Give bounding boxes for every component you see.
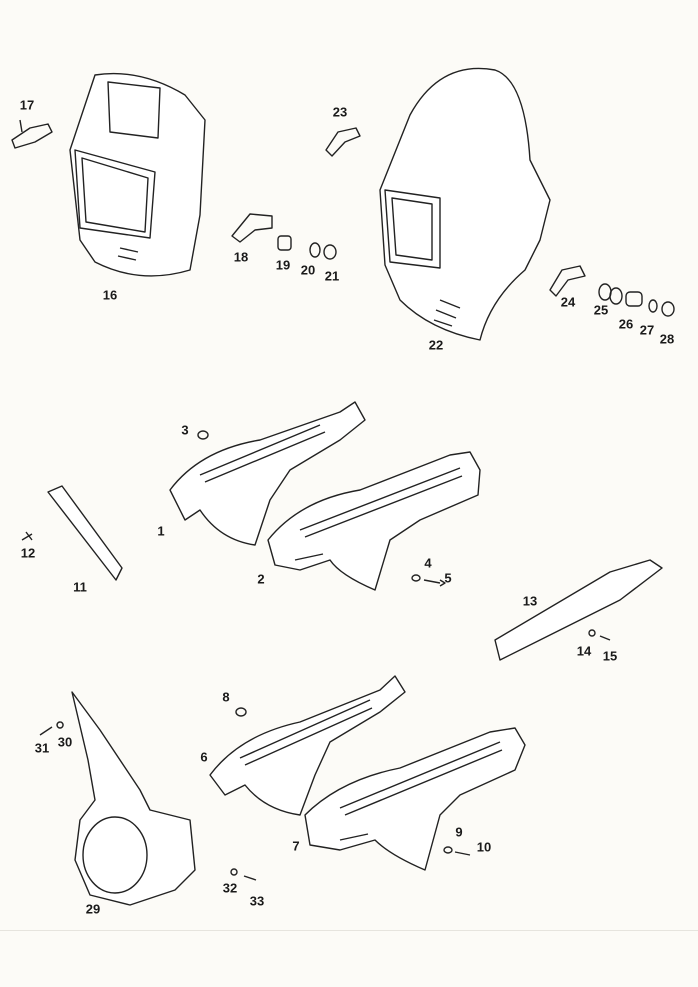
part-16-headlight-fairing: [69, 72, 206, 277]
part-23-bracket: [325, 127, 361, 157]
callout-18: 18: [233, 249, 249, 265]
callout-12: 12: [20, 545, 36, 561]
part-22-large-fairing: [379, 67, 551, 341]
part-25-ring-b: [609, 287, 623, 305]
part-31-screw: [39, 726, 53, 736]
callout-33: 33: [249, 893, 265, 909]
callout-11: 11: [73, 579, 87, 595]
callout-30: 30: [57, 734, 73, 750]
part-33-screw: [243, 875, 257, 881]
callout-14: 14: [576, 643, 592, 659]
part-17-bracket: [11, 119, 53, 149]
part-14-washer: [588, 629, 596, 637]
callout-9: 9: [455, 824, 463, 840]
part-13-rail: [494, 559, 663, 661]
callout-10: 10: [476, 839, 492, 855]
part-7-side-panel: [304, 727, 526, 871]
part-4-washer: [411, 574, 421, 582]
callout-31: 31: [34, 740, 50, 756]
callout-17: 17: [19, 97, 35, 113]
part-30-washer: [56, 721, 64, 729]
part-32-washer: [230, 868, 238, 876]
callout-15: 15: [602, 648, 618, 664]
part-8-grommet: [235, 707, 247, 717]
callout-20: 20: [300, 262, 316, 278]
callout-24: 24: [560, 294, 576, 310]
callout-13: 13: [522, 593, 538, 609]
callout-1: 1: [157, 523, 165, 539]
part-5-screw: [423, 579, 446, 587]
callout-28: 28: [659, 331, 675, 347]
callout-3: 3: [181, 422, 189, 438]
callout-5: 5: [444, 570, 452, 586]
callout-6: 6: [200, 749, 208, 765]
callout-19: 19: [275, 257, 291, 273]
callout-29: 29: [85, 901, 101, 917]
part-7-ribs: [339, 741, 503, 841]
part-26-bushing: [625, 291, 643, 307]
part-18-bracket: [231, 213, 273, 243]
part-1-side-panel: [169, 401, 366, 546]
part-28-nut: [661, 301, 675, 317]
page-divider: [0, 930, 698, 931]
callout-7: 7: [292, 838, 300, 854]
callout-26: 26: [618, 316, 634, 332]
part-11-strip: [47, 485, 123, 581]
callout-2: 2: [257, 571, 265, 587]
callout-22: 22: [428, 337, 444, 353]
callout-16: 16: [102, 287, 118, 303]
callout-21: 21: [324, 268, 340, 284]
part-12-screw: [21, 531, 33, 541]
callout-32: 32: [222, 880, 238, 896]
part-2-side-panel: [267, 451, 481, 591]
part-25-ring: [598, 283, 612, 301]
part-20-washer: [309, 242, 321, 258]
callout-23: 23: [332, 104, 348, 120]
callout-4: 4: [424, 555, 432, 571]
part-24-bracket: [549, 265, 586, 297]
callout-25: 25: [593, 302, 609, 318]
part-21-nut: [323, 244, 337, 260]
callout-8: 8: [222, 689, 230, 705]
part-2-ribs: [294, 467, 463, 561]
part-3-grommet: [197, 430, 209, 440]
part-6-ribs: [239, 699, 373, 766]
part-27-washer: [648, 299, 658, 313]
part-6-side-panel: [209, 675, 406, 816]
part-1-ribs: [199, 424, 326, 483]
part-10-screw: [454, 851, 471, 856]
callout-27: 27: [639, 322, 655, 338]
part-15-screw: [599, 635, 611, 641]
part-19-bushing: [277, 235, 292, 251]
part-29-number-plate: [71, 691, 196, 906]
part-9-washer: [443, 846, 453, 854]
